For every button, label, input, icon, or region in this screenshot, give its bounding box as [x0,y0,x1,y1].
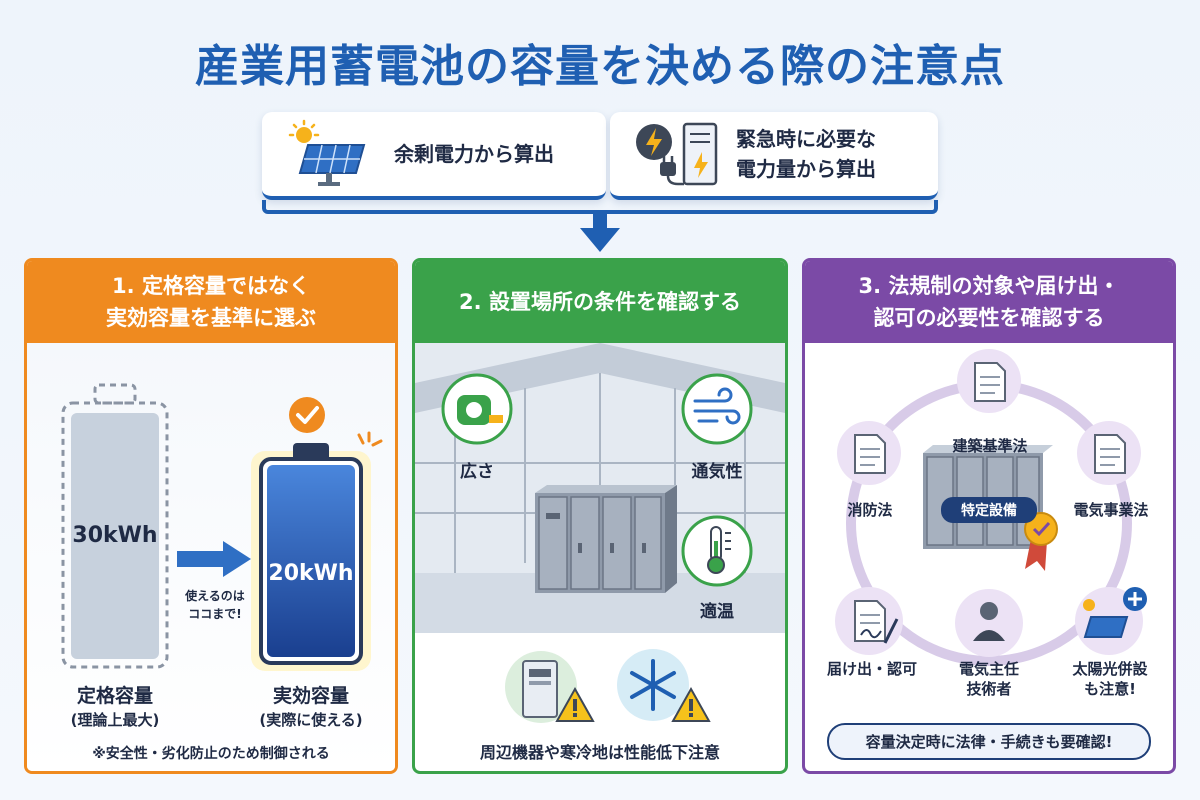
panel2-footnote: 周辺機器や寒冷地は性能低下注意 [479,743,720,762]
law-fire-service: 消防法 [847,501,893,519]
chief-engineer-line1: 電気主任 [958,660,1019,678]
option-emergency-line1: 緊急時に必要な [736,127,876,151]
panel1-footnote: ※安全性・劣化防止のため制御される [92,746,330,762]
panel-installation-site: 2. 設置場所の条件を確認する [412,258,788,774]
down-arrow-icon [578,210,622,254]
option-emergency-power: 緊急時に必要な 電力量から算出 [610,112,938,200]
panel-effective-capacity: 1. 定格容量ではなく 実効容量を基準に選ぶ 30kWh 使えるのは ココまで! [24,258,398,774]
chief-engineer-line2: 技術者 [966,680,1012,698]
option-surplus-power: 余剰電力から算出 [262,112,606,200]
law-electricity-business: 電気事業法 [1073,501,1149,519]
panel3-heading-line2: 認可の必要性を確認する [873,306,1105,330]
effective-label-text: 実効容量 [272,685,349,707]
panel2-heading: 2. 設置場所の条件を確認する [415,261,785,343]
effective-capacity-value: 20kWh [268,561,354,586]
effective-battery-icon [251,441,371,673]
notification-line1: 届け出・認可 [826,660,917,678]
solar-panel-icon [286,119,370,189]
snowflake-icon [613,647,713,727]
check-icon [287,395,327,435]
wind-icon [681,373,753,445]
arrow-note-line1: 使えるのは [185,589,245,603]
arrow-note-line2: ココまで! [188,607,242,621]
rated-capacity-label: 定格容量 (理論上最大) [47,683,183,731]
effective-label-sub: (実際に使える) [259,711,363,729]
right-arrow-icon [177,539,253,579]
panel3-heading-line1: 3. 法規制の対象や届け出・ [858,274,1120,298]
rated-capacity-value: 30kWh [72,523,158,548]
solar-caution-line1: 太陽光併設 [1072,660,1148,678]
panel-regulations: 3. 法規制の対象や届け出・ 認可の必要性を確認する [802,258,1176,774]
tape-measure-icon [441,373,513,445]
chief-engineer-label: 電気主任 技術者 [929,659,1049,699]
sparkle-icon [355,431,385,461]
option-surplus-label: 余剰電力から算出 [394,142,554,166]
panel1-heading-line1: 1. 定格容量ではなく [112,274,310,298]
notification-approval-label: 届け出・認可 [811,659,933,679]
power-plug-icon [632,118,722,190]
page-title: 産業用蓄電池の容量を決める際の注意点 [195,41,1005,92]
thermometer-icon [681,515,753,587]
panel3-heading: 3. 法規制の対象や届け出・ 認可の必要性を確認する [805,261,1173,343]
option-emergency-line2: 電力量から算出 [736,157,876,181]
panel3-footnote: 容量決定時に法律・手続きも要確認! [827,723,1151,760]
law-building-standards: 建築基準法 [952,437,1028,455]
option-emergency-label: 緊急時に必要な 電力量から算出 [736,124,876,184]
rated-label-text: 定格容量 [76,685,153,707]
panel1-heading-line2: 実効容量を基準に選ぶ [106,306,316,330]
rated-battery-icon [59,383,171,673]
solar-caution-line2: も注意! [1084,680,1136,698]
arrow-note: 使えるのは ココまで! [169,587,261,623]
server-tower-icon [501,649,597,725]
panel1-heading: 1. 定格容量ではなく 実効容量を基準に選ぶ [27,261,395,343]
ventilation-label: 通気性 [691,462,743,482]
temperature-label: 適温 [700,602,734,622]
solar-caution-label: 太陽光併設 も注意! [1049,659,1171,699]
specified-equipment-badge: 特定設備 [941,497,1037,523]
space-label: 広さ [460,462,494,482]
effective-capacity-label: 実効容量 (実際に使える) [241,683,381,731]
rated-label-sub: (理論上最大) [70,711,160,729]
